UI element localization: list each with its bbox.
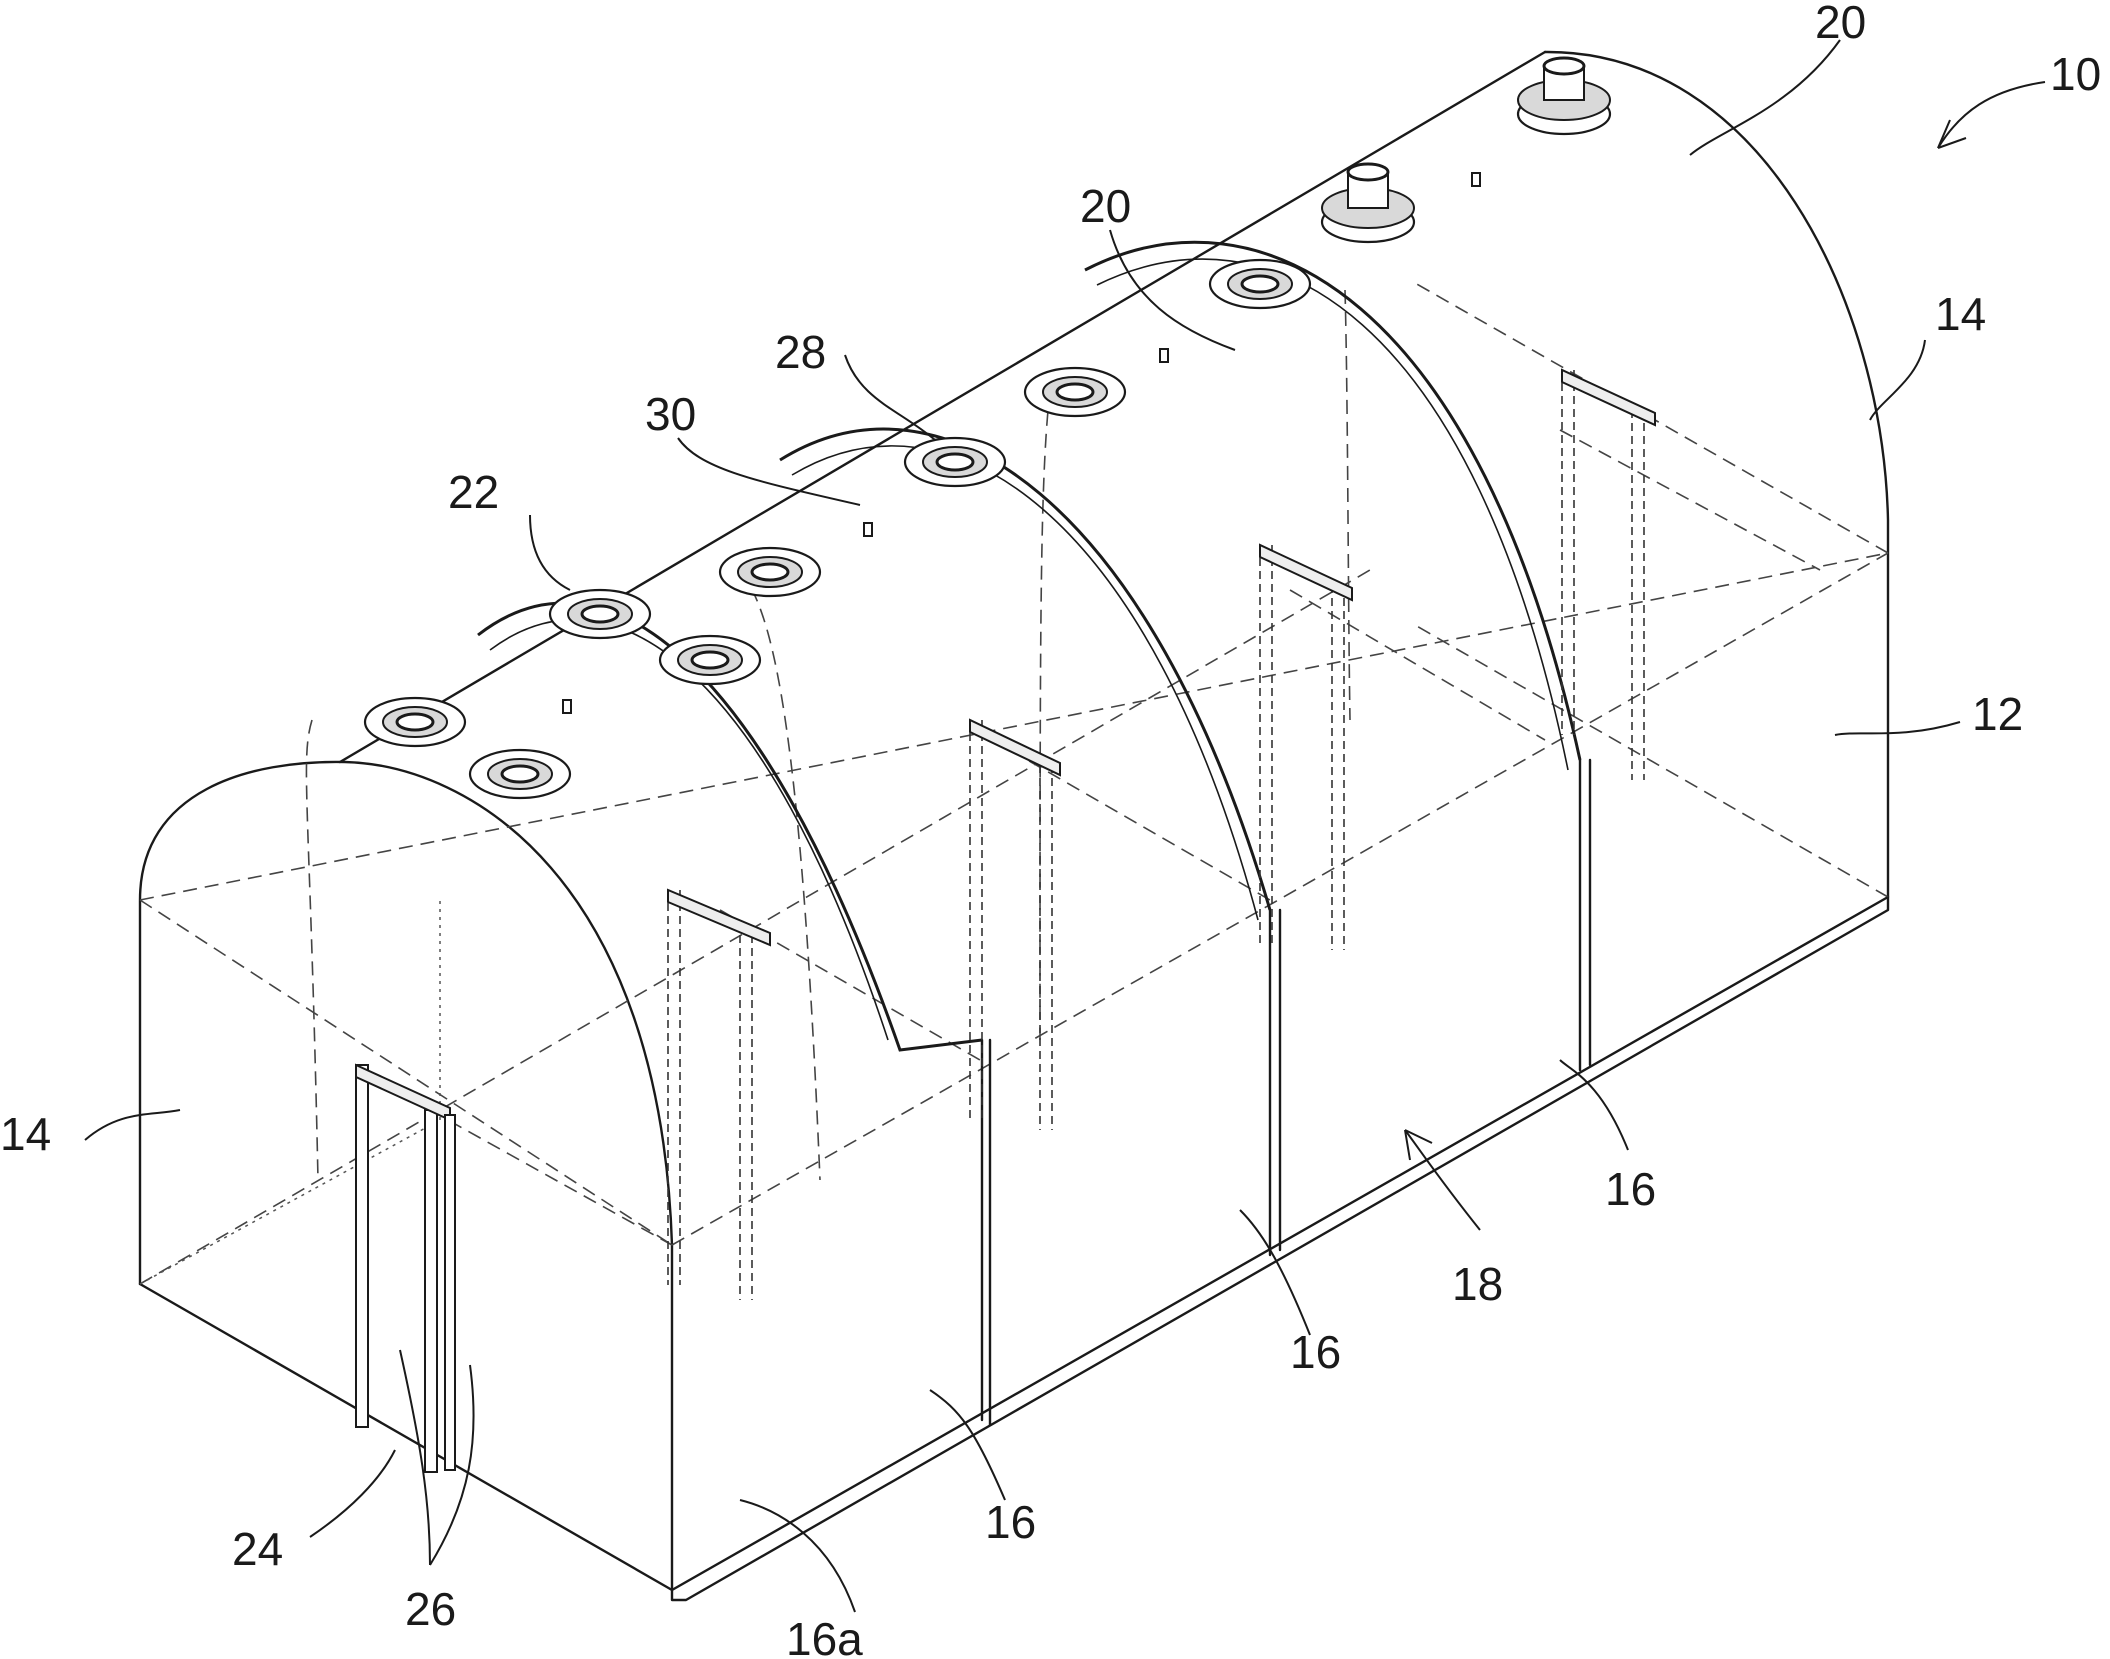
hidden-cross-1 <box>139 899 673 1246</box>
hidden-lines <box>139 289 1889 1285</box>
nozzle-5 <box>718 546 822 598</box>
label-16-left: 16 <box>985 1496 1036 1548</box>
nozzle-4 <box>658 634 762 686</box>
frame-4 <box>1259 543 1353 950</box>
hidden-near-spring <box>671 552 1889 1246</box>
rib-2 <box>779 427 1282 1257</box>
label-24: 24 <box>232 1523 283 1575</box>
rib-1 <box>477 601 992 1427</box>
hidden-front-wall <box>139 900 441 1285</box>
stiffener-ribs <box>477 240 1592 1427</box>
roof-ridge-line <box>338 50 1547 764</box>
hidden-cross-5 <box>1289 589 1546 741</box>
nozzle-8 <box>1208 258 1312 310</box>
hidden-cross-6 <box>1559 429 1821 571</box>
nozzle-2 <box>468 748 572 800</box>
frame-5 <box>1561 368 1656 780</box>
partition-frames <box>355 368 1656 1473</box>
lugs <box>562 172 1481 714</box>
frame-3 <box>969 718 1061 1130</box>
front-end-wall-arch <box>138 760 674 1592</box>
label-14-left: 14 <box>0 1108 51 1160</box>
label-16-mid: 16 <box>1290 1326 1341 1378</box>
leader-lines <box>84 39 2046 1613</box>
nozzle-1 <box>363 696 467 748</box>
vent-pipe-2 <box>1516 56 1612 136</box>
label-16a: 16a <box>786 1613 863 1659</box>
nozzle-7 <box>1023 366 1127 418</box>
hidden-inner-arch-2 <box>1039 389 1051 1041</box>
label-20-mid: 20 <box>1080 180 1131 232</box>
roof-nozzles <box>363 56 1612 800</box>
nozzle-6 <box>903 436 1007 488</box>
hidden-far-spring <box>139 552 1889 901</box>
frame-2 <box>667 888 771 1300</box>
vent-pipe-1 <box>1320 162 1416 244</box>
label-28: 28 <box>775 326 826 378</box>
hidden-rear-arch <box>305 719 319 1181</box>
rear-hidden-bottom <box>1414 282 1889 898</box>
label-14-right: 14 <box>1935 288 1986 340</box>
front-bottom-edge <box>138 1282 674 1592</box>
label-20-right: 20 <box>1815 0 1866 48</box>
hidden-inner-arch-3 <box>1344 289 1351 721</box>
label-22: 22 <box>448 466 499 518</box>
rear-end-wall-arch <box>1543 50 1890 899</box>
rib-3 <box>1084 240 1592 1072</box>
label-18: 18 <box>1452 1258 1503 1310</box>
hidden-cross-4 <box>1009 749 1271 901</box>
label-12: 12 <box>1972 688 2023 740</box>
label-30: 30 <box>645 388 696 440</box>
frame-front <box>355 1063 456 1473</box>
hidden-cross-2 <box>429 1109 673 1246</box>
label-10: 10 <box>2050 48 2101 100</box>
tank-body <box>138 50 1890 1602</box>
label-26: 26 <box>405 1583 456 1635</box>
label-16-right: 16 <box>1605 1163 1656 1215</box>
nozzle-3 <box>548 588 652 640</box>
